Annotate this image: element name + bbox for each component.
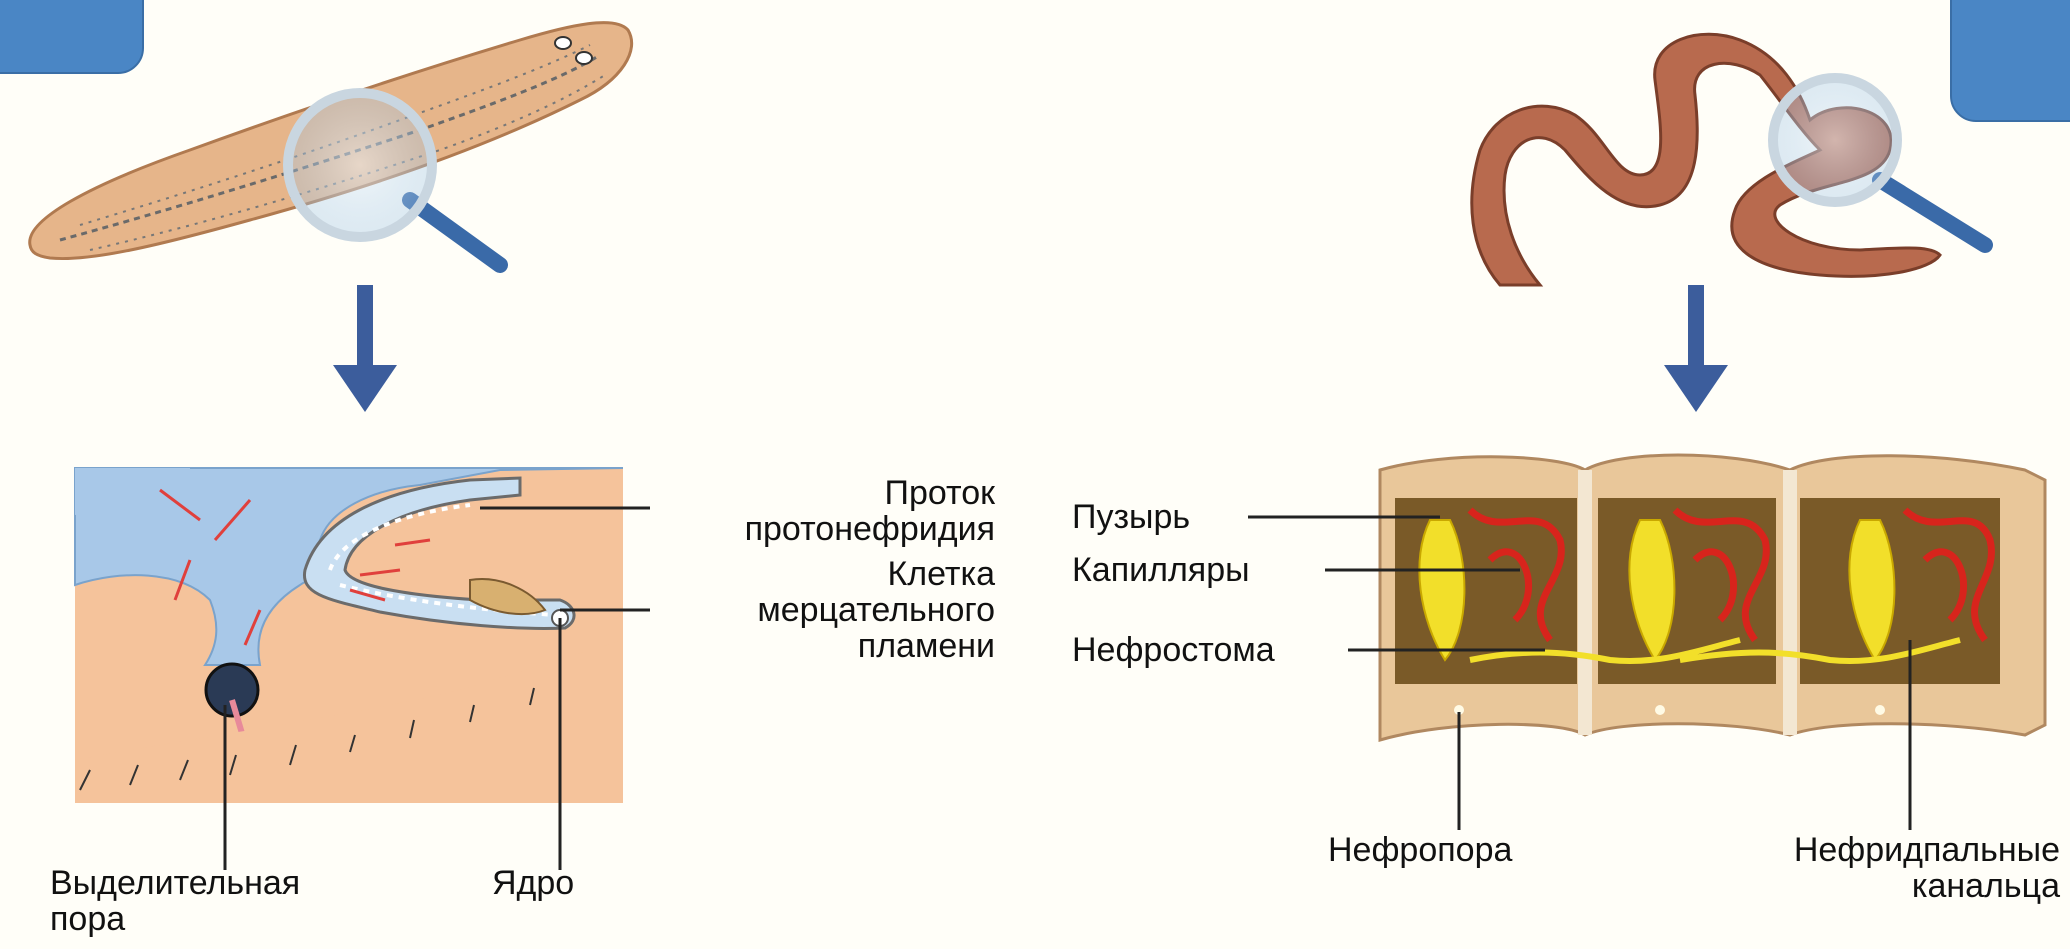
down-arrow-icon-left	[333, 285, 397, 412]
label-line: Проток	[650, 475, 995, 511]
label-line: Выделительная	[50, 865, 300, 901]
down-arrow-icon-right	[1664, 285, 1728, 412]
label-flame-cell: Клетка мерцательного пламени	[650, 556, 995, 664]
protonephridium-illustration	[75, 468, 623, 803]
earthworm-segments-illustration	[1380, 455, 2045, 740]
label-nucleus: Ядро	[492, 865, 574, 901]
label-line: протонефридия	[650, 511, 995, 547]
label-nephridial-tubules: Нефридпальные канальца	[1690, 832, 2060, 904]
label-nephrostome: Нефростома	[1072, 632, 1275, 668]
label-bladder: Пузырь	[1072, 499, 1190, 535]
label-excretory-pore: Выделительная пора	[50, 865, 300, 937]
label-line: Клетка	[650, 556, 995, 592]
label-nephropore: Нефропора	[1328, 832, 1512, 868]
label-line: пора	[50, 901, 300, 937]
label-line: канальца	[1690, 868, 2060, 904]
magnifier-icon-right	[1773, 78, 1985, 245]
label-line: пламени	[650, 628, 995, 664]
label-protonephridium-duct: Проток протонефридия	[650, 475, 995, 547]
label-capillaries: Капилляры	[1072, 552, 1250, 588]
label-line: Нефридпальные	[1690, 832, 2060, 868]
label-line: мерцательного	[650, 592, 995, 628]
